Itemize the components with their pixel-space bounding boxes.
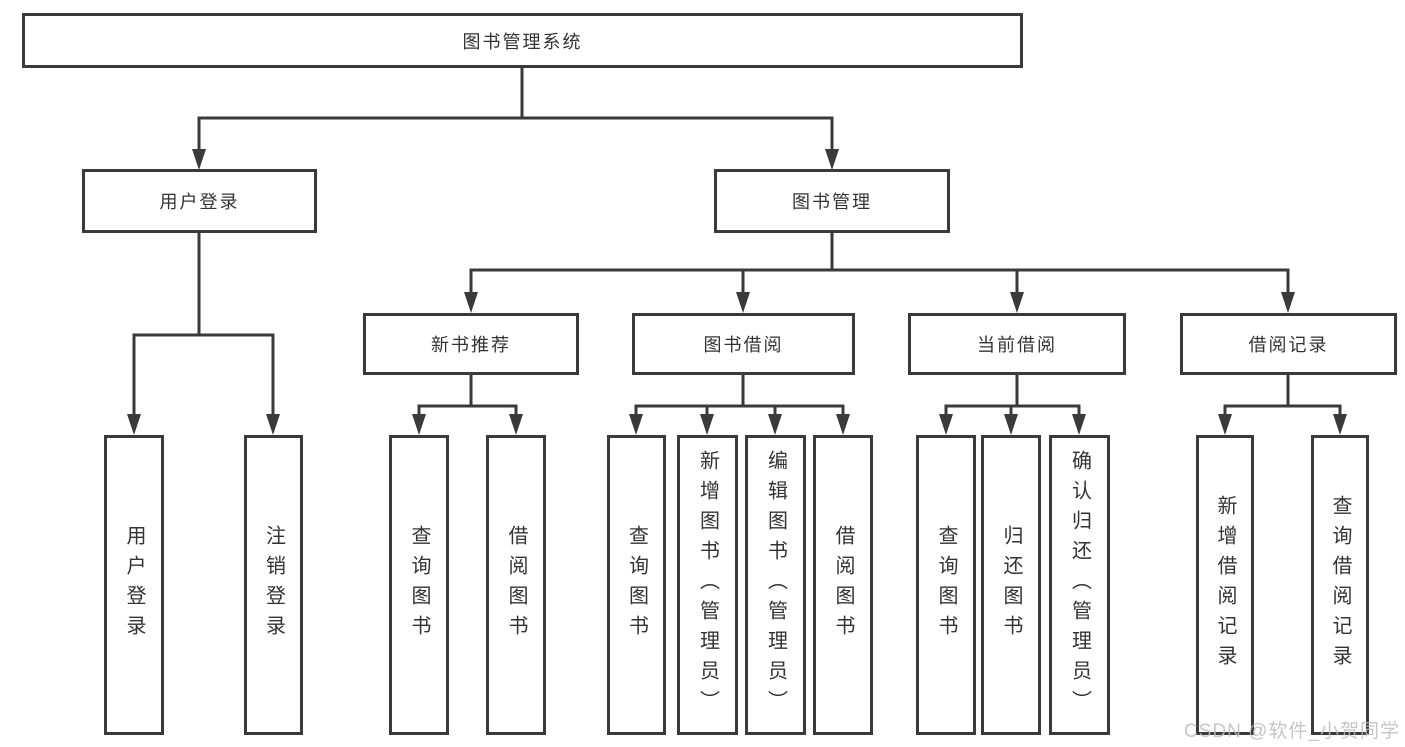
leaf-query-borrow-record-label: 查询借阅记录 bbox=[1329, 495, 1351, 675]
leaf-confirm-return-admin: 确认归还（管理员） bbox=[1049, 435, 1110, 735]
leaf-borrow-books-label: 借阅图书 bbox=[832, 525, 854, 645]
leaf-query-books-current-label: 查询图书 bbox=[935, 525, 957, 645]
node-new-book-recommend-label: 新书推荐 bbox=[431, 335, 511, 355]
node-new-book-recommend: 新书推荐 bbox=[363, 313, 579, 375]
leaf-borrow-books: 借阅图书 bbox=[813, 435, 873, 735]
node-current-borrowing: 当前借阅 bbox=[908, 313, 1126, 375]
leaf-edit-book-admin-label: 编辑图书（管理员） bbox=[764, 450, 787, 720]
leaf-query-borrow-record: 查询借阅记录 bbox=[1311, 435, 1369, 735]
node-book-borrowing: 图书借阅 bbox=[632, 313, 855, 375]
arrowheads bbox=[127, 149, 1347, 435]
node-root-system: 图书管理系统 bbox=[22, 13, 1023, 68]
leaf-user-login-label: 用户登录 bbox=[123, 525, 145, 645]
leaf-query-books-recommend-label: 查询图书 bbox=[408, 525, 430, 645]
node-root-system-label: 图书管理系统 bbox=[462, 31, 583, 52]
leaf-return-book: 归还图书 bbox=[981, 435, 1041, 735]
node-borrowing-records-label: 借阅记录 bbox=[1248, 335, 1329, 355]
node-book-management-label: 图书管理 bbox=[792, 192, 872, 212]
leaf-query-books-recommend: 查询图书 bbox=[389, 435, 449, 735]
leaf-borrow-books-recommend: 借阅图书 bbox=[486, 435, 546, 735]
node-current-borrowing-label: 当前借阅 bbox=[977, 335, 1057, 355]
node-user-login-label: 用户登录 bbox=[159, 192, 240, 212]
leaf-add-book-admin: 新增图书（管理员） bbox=[677, 435, 738, 735]
node-borrowing-records: 借阅记录 bbox=[1180, 313, 1397, 375]
leaf-query-books-borrow: 查询图书 bbox=[607, 435, 666, 735]
leaf-add-borrow-record: 新增借阅记录 bbox=[1196, 435, 1254, 735]
leaf-logout-label: 注销登录 bbox=[262, 525, 285, 645]
node-user-login: 用户登录 bbox=[82, 169, 317, 233]
node-book-borrowing-label: 图书借阅 bbox=[703, 335, 784, 355]
csdn-watermark: CSDN @软件_小贺同学 bbox=[1184, 721, 1400, 742]
leaf-logout: 注销登录 bbox=[244, 435, 303, 735]
leaf-return-book-label: 归还图书 bbox=[1000, 525, 1022, 645]
node-book-management: 图书管理 bbox=[714, 169, 950, 233]
leaf-query-books-current: 查询图书 bbox=[916, 435, 976, 735]
leaf-add-borrow-record-label: 新增借阅记录 bbox=[1214, 495, 1236, 675]
leaf-user-login: 用户登录 bbox=[104, 435, 164, 735]
leaf-confirm-return-admin-label: 确认归还（管理员） bbox=[1068, 450, 1091, 720]
leaf-borrow-books-recommend-label: 借阅图书 bbox=[505, 525, 527, 645]
leaf-query-books-borrow-label: 查询图书 bbox=[625, 525, 648, 645]
leaf-edit-book-admin: 编辑图书（管理员） bbox=[745, 435, 806, 735]
leaf-add-book-admin-label: 新增图书（管理员） bbox=[696, 450, 719, 720]
